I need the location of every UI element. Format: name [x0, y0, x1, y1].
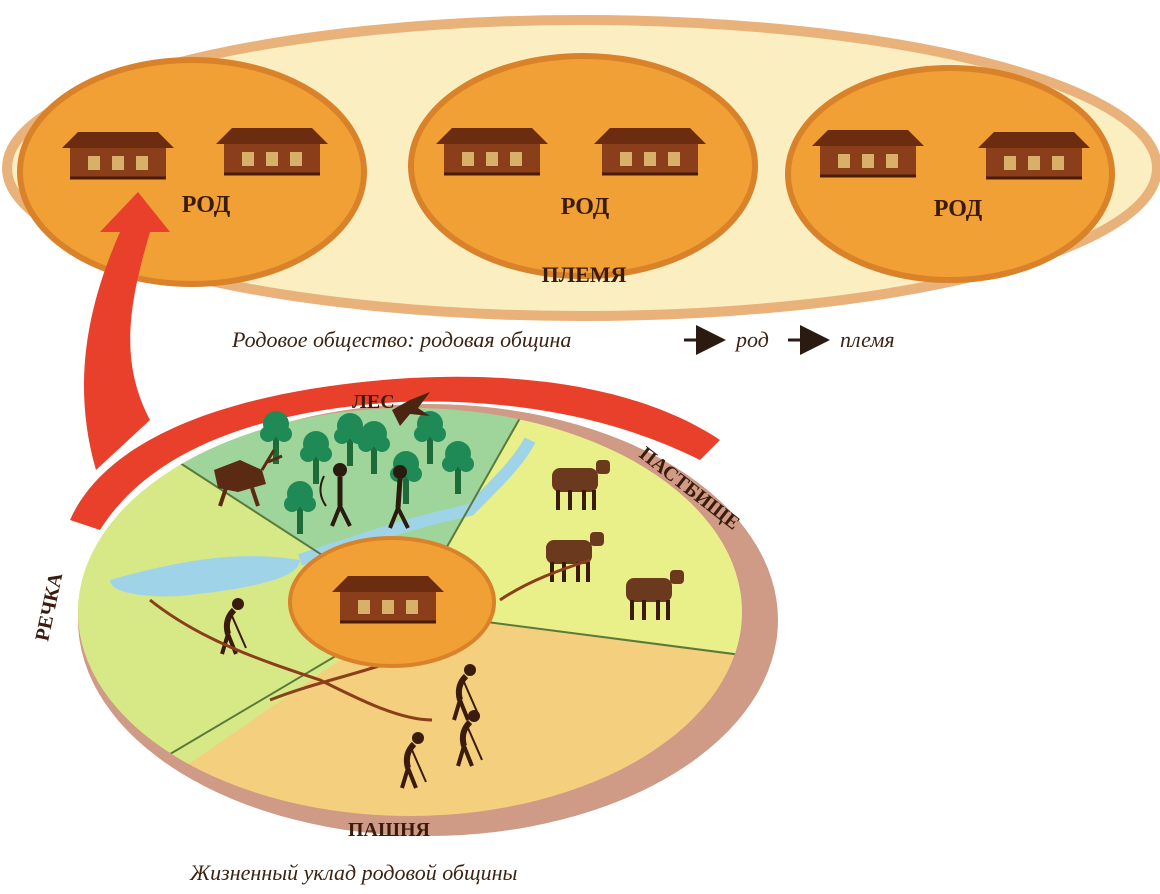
clan-2: РОД: [411, 56, 755, 276]
tribe-label: ПЛЕМЯ: [542, 262, 627, 287]
zone-label-forest: ЛЕС: [352, 391, 395, 413]
clan-label: РОД: [561, 194, 610, 220]
clan-label: РОД: [182, 192, 231, 218]
caption-top-step3: племя: [840, 327, 895, 352]
house-icon: [978, 132, 1090, 178]
caption-top: Родовое общество: родовая община род пле…: [231, 327, 895, 352]
zone-label-field: ПАШНЯ: [348, 819, 431, 841]
zone-label-river: РЕЧКА: [31, 570, 67, 643]
house-icon: [436, 128, 548, 174]
caption-top-step2: род: [734, 327, 769, 352]
house-icon: [216, 128, 328, 174]
caption-top-text: Родовое общество: родовая община: [231, 327, 571, 352]
caption-bottom: Жизненный уклад родовой общины: [189, 860, 518, 885]
clan-1: РОД: [20, 60, 364, 284]
clan-label: РОД: [934, 196, 983, 222]
house-icon: [812, 130, 924, 176]
clan-3: РОД: [788, 68, 1112, 280]
house-icon: [594, 128, 706, 174]
house-icon: [332, 576, 444, 622]
house-icon: [62, 132, 174, 178]
